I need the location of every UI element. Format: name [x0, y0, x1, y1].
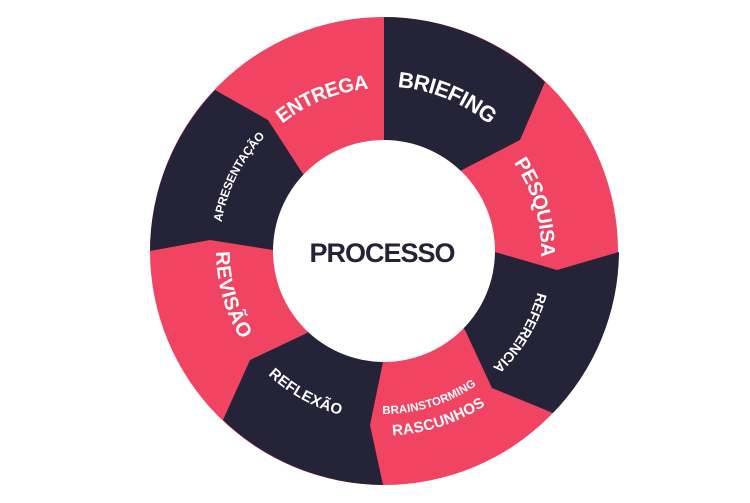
- center-hub: [273, 140, 495, 362]
- center-label: PROCESSO: [309, 238, 454, 268]
